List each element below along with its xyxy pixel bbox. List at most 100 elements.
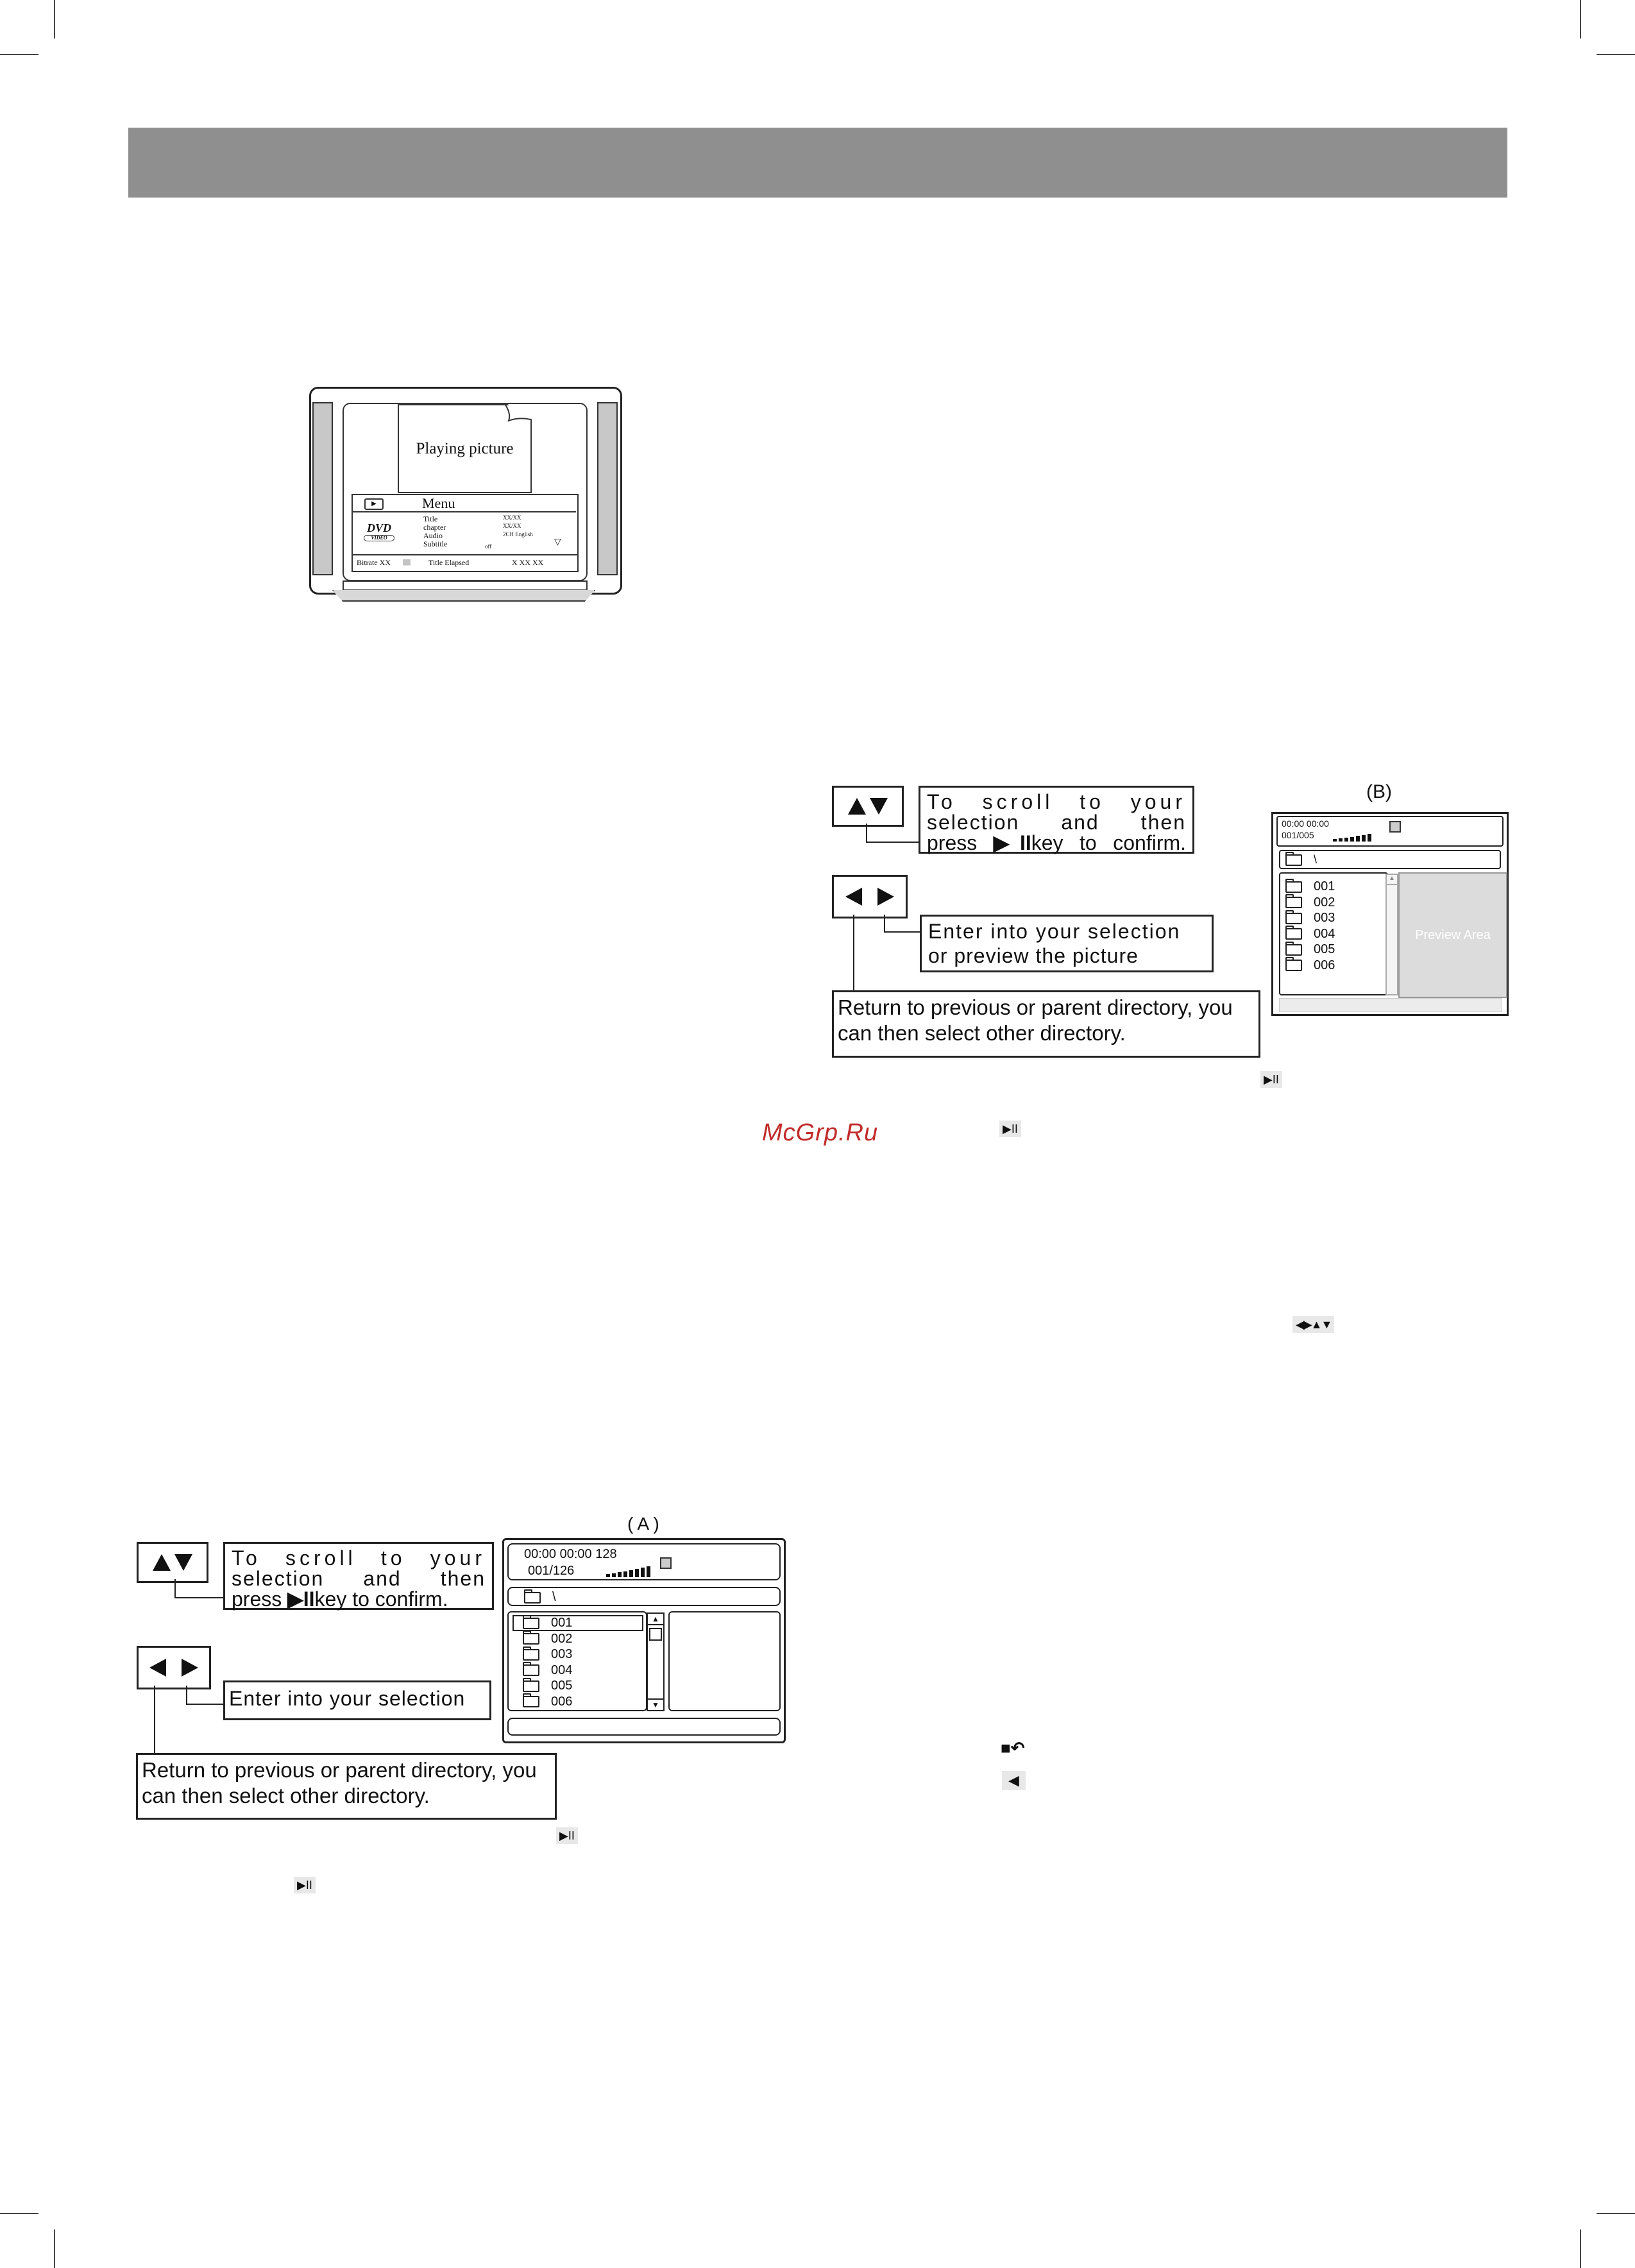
folder-icon [523, 1693, 539, 1708]
path-bar-b: \ [1279, 850, 1501, 869]
header-bar [128, 128, 1507, 198]
scrollbar-a[interactable]: ▲ ▼ [647, 1612, 665, 1711]
up-down-key [832, 786, 904, 827]
crop-mark [54, 0, 55, 38]
crop-mark [54, 2230, 55, 2268]
folder-icon [1285, 941, 1302, 956]
play-pause-icon: ▶II [287, 1587, 315, 1611]
folder-name: 003 [551, 1647, 573, 1661]
list-item[interactable]: 003 [523, 1646, 572, 1663]
scroll-up-icon[interactable]: ▲ [1387, 875, 1397, 885]
folder-name: 001 [1314, 879, 1335, 893]
crop-mark [1597, 54, 1635, 55]
play-pause-icon: ▶II [1260, 1071, 1282, 1088]
list-item[interactable]: 004 [523, 1662, 573, 1679]
crop-mark [1597, 2213, 1635, 2214]
menu-value: XX/XX [503, 523, 521, 529]
enter-line-1: Enter into your selection [928, 920, 1181, 943]
scroll-up-icon[interactable]: ▲ [648, 1614, 663, 1625]
folder-icon [523, 1630, 539, 1645]
crop-mark [0, 54, 38, 55]
watermark: McGrp.Ru [762, 1119, 879, 1146]
dvd-logo-sub: VIDEO [364, 535, 394, 541]
folder-name: 004 [551, 1663, 573, 1677]
scroll-line-3b: key to confirm. [314, 1587, 448, 1611]
play-icon: ▶ [364, 498, 384, 510]
left-right-key [832, 875, 908, 918]
dvd-logo-text: DVD [366, 521, 391, 534]
selection-highlight [513, 1615, 643, 1631]
up-down-key [137, 1542, 208, 1583]
return-icon: ■↶ [1001, 1738, 1025, 1757]
enter-callout-b: Enter into your selection or preview the… [920, 915, 1214, 972]
folder-name: 006 [1314, 958, 1335, 972]
folder-icon [1285, 926, 1302, 940]
scroll-callout-a: To scroll to your selection and then pre… [223, 1542, 494, 1610]
folder-icon [1285, 852, 1302, 867]
file-list-b: 001 002 003 004 005 006 [1279, 872, 1388, 995]
folder-icon [1285, 894, 1302, 909]
scroll-line-1: To scroll to your [232, 1546, 486, 1570]
list-item[interactable]: 005 [523, 1677, 573, 1694]
card-icon [660, 1557, 672, 1569]
menu-values: XX/XX XX/XX 2CH English [503, 514, 533, 539]
menu-labels: Title chapter Audio Subtitle [423, 515, 447, 548]
play-pause-icon: ▶II [294, 1877, 316, 1893]
folder-name: 004 [1314, 926, 1335, 941]
scroll-callout-b: To scroll to your selection and then pre… [919, 786, 1194, 854]
list-item[interactable]: 006 [1285, 957, 1335, 974]
page-fold-icon [505, 404, 530, 422]
return-line-1: Return to previous or parent directory, … [142, 1758, 537, 1782]
folder-icon [523, 1614, 539, 1629]
preview-area: Preview Area [1398, 872, 1507, 998]
list-item[interactable]: 001 [1285, 878, 1335, 895]
left-right-arrows-icon [845, 888, 894, 906]
list-item[interactable]: 004 [1285, 926, 1335, 942]
tv-post-left [312, 402, 333, 575]
panel-b-label: (B) [1366, 781, 1392, 802]
scroll-thumb[interactable] [649, 1628, 662, 1641]
menu-label: Subtitle [423, 539, 448, 548]
list-item[interactable]: 003 [1285, 910, 1335, 926]
folder-icon [524, 1589, 541, 1604]
path-bar-a: \ [507, 1587, 781, 1606]
folder-name: 001 [551, 1616, 573, 1630]
list-item[interactable]: 001 [523, 1614, 573, 1631]
menu-label: chapter [423, 523, 446, 532]
list-item[interactable]: 006 [523, 1693, 572, 1710]
folder-icon [1285, 957, 1302, 972]
arrow-keys-icon: ◀▶▲▼ [1292, 1316, 1335, 1333]
osd-footer-a [507, 1718, 781, 1736]
preview-label: Preview Area [1415, 927, 1491, 942]
enter-line-2: or preview the picture [928, 944, 1139, 967]
scrollbar-b[interactable]: ▲ [1385, 874, 1398, 995]
folder-name: 005 [551, 1679, 573, 1693]
triangle-down-icon: ▽ [554, 536, 561, 546]
list-item[interactable]: 005 [1285, 941, 1335, 958]
folder-icon [1285, 910, 1302, 924]
osd-status-a: 00:00 00:00 128 001/126 [507, 1543, 781, 1580]
return-callout-b: Return to previous or parent directory, … [832, 990, 1260, 1058]
enter-callout-a: Enter into your selection [223, 1680, 491, 1720]
scroll-line-1: To scroll to your [927, 790, 1186, 813]
play-pause-icon: ▶II [556, 1827, 578, 1844]
return-line-2: can then select other directory. [142, 1784, 430, 1807]
signal-bars-icon [606, 1566, 650, 1577]
folder-icon [523, 1677, 539, 1692]
menu-divider [352, 511, 576, 512]
list-item[interactable]: 002 [523, 1630, 572, 1647]
up-down-arrows-icon [153, 1554, 192, 1571]
signal-bars-icon [1333, 834, 1371, 842]
scroll-down-icon[interactable]: ▼ [648, 1698, 663, 1710]
list-item[interactable]: 002 [1285, 894, 1335, 911]
panel-a-label: ( A ) [627, 1514, 659, 1534]
scroll-line-3a: press [232, 1587, 282, 1611]
card-icon [1389, 821, 1401, 833]
file-count: 001/126 [528, 1564, 575, 1578]
bitrate-text: Bitrate XX [357, 558, 391, 567]
scroll-line-3a: press [927, 831, 978, 854]
preview-pane-a [668, 1611, 781, 1711]
menu-value: 2CH English [503, 531, 533, 537]
tv-base [332, 590, 595, 602]
